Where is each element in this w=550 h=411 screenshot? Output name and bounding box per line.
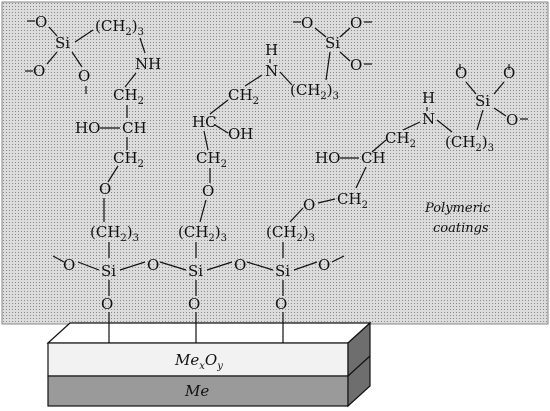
ch-left: CH [122, 119, 147, 137]
si-top-left: Si [55, 34, 70, 52]
o-anchor-3: O [275, 295, 287, 313]
oh-middle: OH [228, 125, 253, 143]
o-anchor-2: O [188, 295, 200, 313]
polymeric-coating-area [1, 1, 549, 325]
chain-middle: O CH2 HC OH CH2 H N (CH2)3 Si O O O [192, 14, 372, 223]
ether-o-2: O [202, 182, 214, 200]
ch2-left-2: CH2 [113, 86, 144, 107]
oxide-label: MexOy [174, 351, 223, 372]
chain-left: O CH2 HO CH CH2 NH (CH2)3 Si O O O [25, 13, 161, 222]
hc-middle: HC [192, 113, 217, 131]
o-top-left-3: O [78, 67, 90, 85]
metal-label: Me [184, 382, 209, 400]
o-top-right-2: O [503, 64, 515, 82]
h-middle: H [265, 41, 278, 59]
propyl-linker-3: (CH2)3 [266, 223, 315, 244]
ether-o-3: O [303, 196, 315, 214]
o-top-right-1: O [455, 64, 467, 82]
o-right-terminal: O [318, 256, 330, 274]
o-top-middle-2: O [350, 14, 362, 32]
o-top-middle-1: O [301, 14, 313, 32]
propyl-linker-2: (CH2)3 [178, 223, 227, 244]
n-middle: N [265, 62, 278, 80]
o-top-right-3: O [506, 111, 518, 129]
o-anchor-1: O [101, 295, 113, 313]
propyl-linker-1: (CH2)3 [90, 223, 139, 244]
substrate-block: MexOy Me [46, 321, 372, 408]
substrate-top-face [46, 322, 372, 344]
chain-right: O CH2 HO CH CH2 H N (CH2)3 Si O O O [289, 64, 528, 223]
o-left-terminal: O [63, 256, 75, 274]
o-top-left-2: O [33, 62, 45, 80]
si-top-middle: Si [325, 34, 340, 52]
propyl-top-left: (CH2)3 [95, 17, 144, 38]
o-top-middle-3: O [350, 56, 362, 74]
propyl-top-right: (CH2)3 [445, 133, 494, 154]
o-bridge-2: O [234, 256, 246, 274]
substrate-side-face [347, 321, 371, 408]
si-atom-3: Si [275, 262, 290, 280]
ch2-right-1: CH2 [337, 190, 368, 211]
ether-o-1: O [99, 180, 111, 198]
ch2-left-1: CH2 [113, 149, 144, 170]
o-top-left-1: O [35, 13, 47, 31]
metal-layer [47, 375, 349, 407]
coating-label-line1: Polymeric [424, 201, 491, 216]
ho-right: HO [315, 149, 340, 167]
oxide-layer [47, 342, 349, 377]
h-right: H [422, 89, 435, 107]
hoch-left: HO [75, 119, 100, 137]
ch2-middle-2: CH2 [228, 86, 259, 107]
o-bridge-1: O [147, 256, 159, 274]
si-atom-1: Si [101, 262, 116, 280]
ch2-middle-1: CH2 [196, 149, 227, 170]
propyl-linkers: (CH2)3 (CH2)3 (CH2)3 [90, 223, 315, 244]
propyl-top-middle: (CH2)3 [290, 81, 339, 102]
si-atom-2: Si [188, 262, 203, 280]
ch-right: CH [361, 149, 386, 167]
coating-label-line2: coatings [433, 221, 489, 236]
n-right: N [422, 110, 435, 128]
si-top-right: Si [475, 92, 490, 110]
ch2-right-2: CH2 [385, 129, 416, 150]
siloxane-backbone: Si Si Si O O O O O O O [52, 242, 345, 343]
nh-left: NH [135, 55, 161, 73]
